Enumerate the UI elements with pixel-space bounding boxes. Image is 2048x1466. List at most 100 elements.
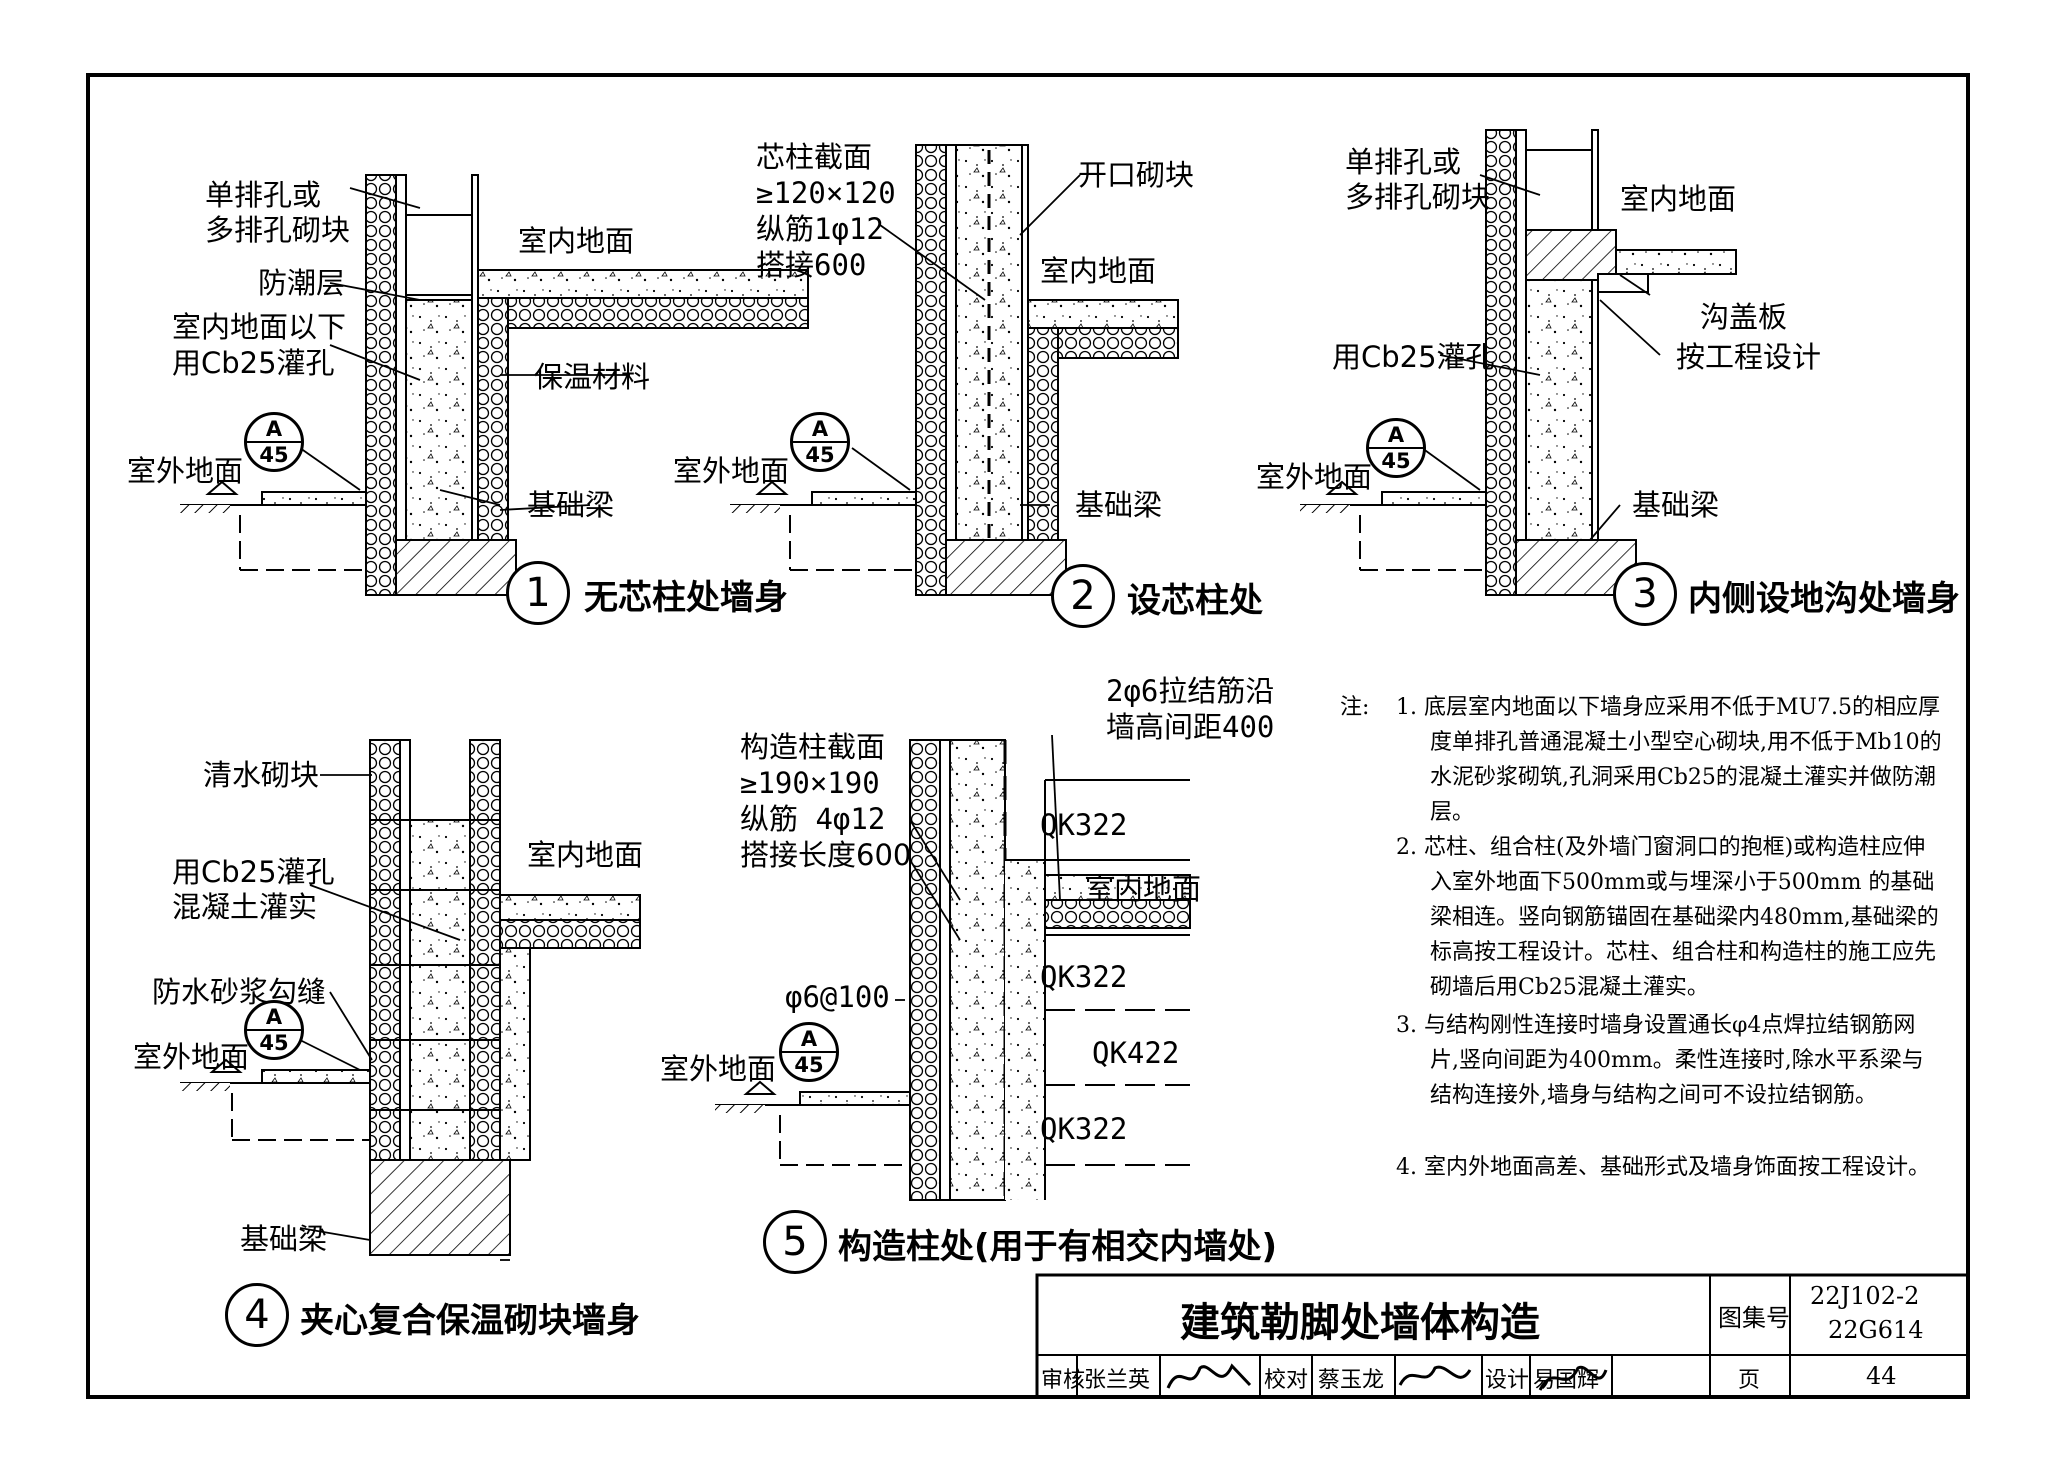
detail-4-number: 4 <box>225 1283 289 1347</box>
detail-1-label-foundation-beam: 基础梁 <box>527 488 615 522</box>
detail-1-drawing <box>180 174 809 596</box>
detail-2-label-rebar: 纵筋1φ12 <box>756 212 884 246</box>
design-label: 设计 <box>1485 1368 1530 1393</box>
detail-2-title: 设芯柱处 <box>1127 581 1263 621</box>
ref-index: A <box>800 1027 818 1051</box>
detail-4-label-waterproof-joint: 防水砂浆勾缝 <box>152 975 327 1009</box>
detail-5-label-column-section: 构造柱截面 <box>740 730 886 764</box>
detail-4-title: 夹心复合保温砌块墙身 <box>300 1301 640 1341</box>
drawing-title: 建筑勒脚处墙体构造 <box>1180 1300 1540 1346</box>
detail-5-label-qk322-2: QK322 <box>1040 960 1128 994</box>
signatures <box>1166 1363 1608 1391</box>
ref-index: A <box>265 417 283 441</box>
detail-3-label-block-type-2: 多排孔砌块 <box>1345 180 1491 214</box>
detail-1-label-insulation: 保温材料 <box>534 360 651 394</box>
detail-2-label-foundation-beam: 基础梁 <box>1075 488 1163 522</box>
check-label: 校对 <box>1264 1368 1309 1393</box>
ref-divider <box>782 1051 836 1053</box>
detail-3-reference-symbol: A 45 <box>1366 418 1426 478</box>
detail-1-label-indoor-floor: 室内地面 <box>518 224 635 258</box>
detail-2-label-open-block: 开口砌块 <box>1078 158 1195 192</box>
ref-divider <box>247 1029 301 1031</box>
detail-1-label-damp-course: 防潮层 <box>258 266 346 300</box>
detail-5-label-qk322-3: QK322 <box>1040 1112 1128 1146</box>
detail-4-drawing <box>180 739 641 1256</box>
detail-1-label-block-type-2: 多排孔砌块 <box>205 213 351 247</box>
detail-1-reference-symbol: A 45 <box>244 412 304 472</box>
ref-page: 45 <box>259 1031 289 1055</box>
detail-1-label-outdoor-ground: 室外地面 <box>127 454 244 488</box>
detail-5-title: 构造柱处(用于有相交内墙处) <box>838 1227 1278 1267</box>
review-label: 审核 <box>1041 1368 1086 1393</box>
detail-5-reference-symbol: A 45 <box>779 1022 839 1082</box>
detail-2-label-indoor-floor: 室内地面 <box>1040 254 1157 288</box>
detail-3-label-foundation-beam: 基础梁 <box>1632 488 1720 522</box>
detail-5-drawing <box>715 739 1191 1201</box>
page-label: 页 <box>1738 1368 1761 1393</box>
ref-divider <box>247 441 301 443</box>
detail-3-label-trench-cover: 沟盖板 <box>1700 300 1788 334</box>
note-item-1: 1. 底层室内地面以下墙身应采用不低于MU7.5的相应厚度单排孔普通混凝土小型空… <box>1396 695 1942 825</box>
detail-5-label-outdoor-ground: 室外地面 <box>660 1052 777 1086</box>
detail-2-drawing <box>730 144 1179 596</box>
detail-5-label-tie-bars: 2φ6拉结筋沿 <box>1106 674 1275 708</box>
detail-4-reference-symbol: A 45 <box>244 1000 304 1060</box>
detail-2-label-core-section: 芯柱截面 <box>756 140 873 174</box>
detail-3-label-cb25-grout: 用Cb25灌孔 <box>1332 340 1495 374</box>
ref-page: 45 <box>259 443 289 467</box>
detail-5-label-stirrup: φ6@100 <box>785 980 890 1014</box>
detail-3-label-per-design: 按工程设计 <box>1676 340 1822 374</box>
detail-2-number: 2 <box>1051 564 1115 628</box>
page-number: 44 <box>1866 1362 1897 1390</box>
detail-5-label-lap: 搭接长度600 <box>740 838 912 872</box>
detail-3-label-block-type-1: 单排孔或 <box>1345 145 1462 179</box>
note-item-3: 3. 与结构刚性连接时墙身设置通长φ4点焊拉结钢筋网片,竖向间距为400mm。柔… <box>1396 1013 1924 1108</box>
detail-5-label-column-size: ≥190×190 <box>740 766 880 800</box>
designer-name: 易国辉 <box>1533 1368 1600 1393</box>
detail-4-label-indoor-floor: 室内地面 <box>527 838 644 872</box>
ref-page: 45 <box>794 1053 824 1077</box>
ref-page: 45 <box>805 443 835 467</box>
detail-3-label-outdoor-ground: 室外地面 <box>1256 460 1373 494</box>
detail-4-label-outdoor-ground: 室外地面 <box>133 1040 250 1074</box>
atlas-number-1: 22J102-2 <box>1810 1282 1920 1310</box>
detail-2-label-core-size: ≥120×120 <box>756 176 896 210</box>
detail-2-label-lap: 搭接600 <box>756 248 867 282</box>
ref-divider <box>793 441 847 443</box>
reviewer-name: 张兰英 <box>1084 1368 1151 1393</box>
note-item-4: 4. 室内外地面高差、基础形式及墙身饰面按工程设计。 <box>1396 1155 1930 1180</box>
detail-1-label-cb25-grout: 用Cb25灌孔 <box>172 346 335 380</box>
ref-index: A <box>1387 423 1405 447</box>
detail-5-number: 5 <box>763 1210 827 1274</box>
detail-1-label-block-type-1: 单排孔或 <box>205 178 322 212</box>
detail-4-label-fair-faced-block: 清水砌块 <box>203 758 320 792</box>
detail-2-label-outdoor-ground: 室外地面 <box>673 454 790 488</box>
detail-1-title: 无芯柱处墙身 <box>584 578 788 618</box>
ref-index: A <box>811 417 829 441</box>
detail-5-label-tie-spacing: 墙高间距400 <box>1106 710 1275 744</box>
title-block-lines <box>1035 1273 1970 1399</box>
detail-3-title: 内侧设地沟处墙身 <box>1688 579 1960 619</box>
detail-1-label-below-floor: 室内地面以下 <box>172 310 347 344</box>
ref-page: 45 <box>1381 449 1411 473</box>
checker-name: 蔡玉龙 <box>1318 1368 1385 1393</box>
detail-5-label-indoor-floor: 室内地面 <box>1085 872 1202 906</box>
leader-lines <box>269 174 1661 1261</box>
atlas-number-label: 图集号 <box>1718 1304 1790 1332</box>
detail-4-label-foundation-beam: 基础梁 <box>240 1222 328 1256</box>
ref-index: A <box>265 1005 283 1029</box>
atlas-number-2: 22G614 <box>1828 1316 1924 1344</box>
detail-2-reference-symbol: A 45 <box>790 412 850 472</box>
notes-heading: 注: <box>1340 695 1370 720</box>
detail-4-label-cb25-grout: 用Cb25灌孔 <box>172 855 335 889</box>
ref-divider <box>1369 447 1423 449</box>
detail-4-label-concrete-filled: 混凝土灌实 <box>172 890 318 924</box>
detail-5-label-qk322-1: QK322 <box>1040 808 1128 842</box>
detail-3-label-indoor-floor: 室内地面 <box>1620 182 1737 216</box>
detail-3-number: 3 <box>1613 562 1677 626</box>
detail-5-label-rebar: 纵筋 4φ12 <box>740 802 886 836</box>
note-item-2: 2. 芯柱、组合柱(及外墙门窗洞口的抱框)或构造柱应伸入室外地面下500mm或与… <box>1396 835 1939 1000</box>
detail-1-number: 1 <box>506 561 570 625</box>
detail-5-label-qk422: QK422 <box>1092 1036 1180 1070</box>
